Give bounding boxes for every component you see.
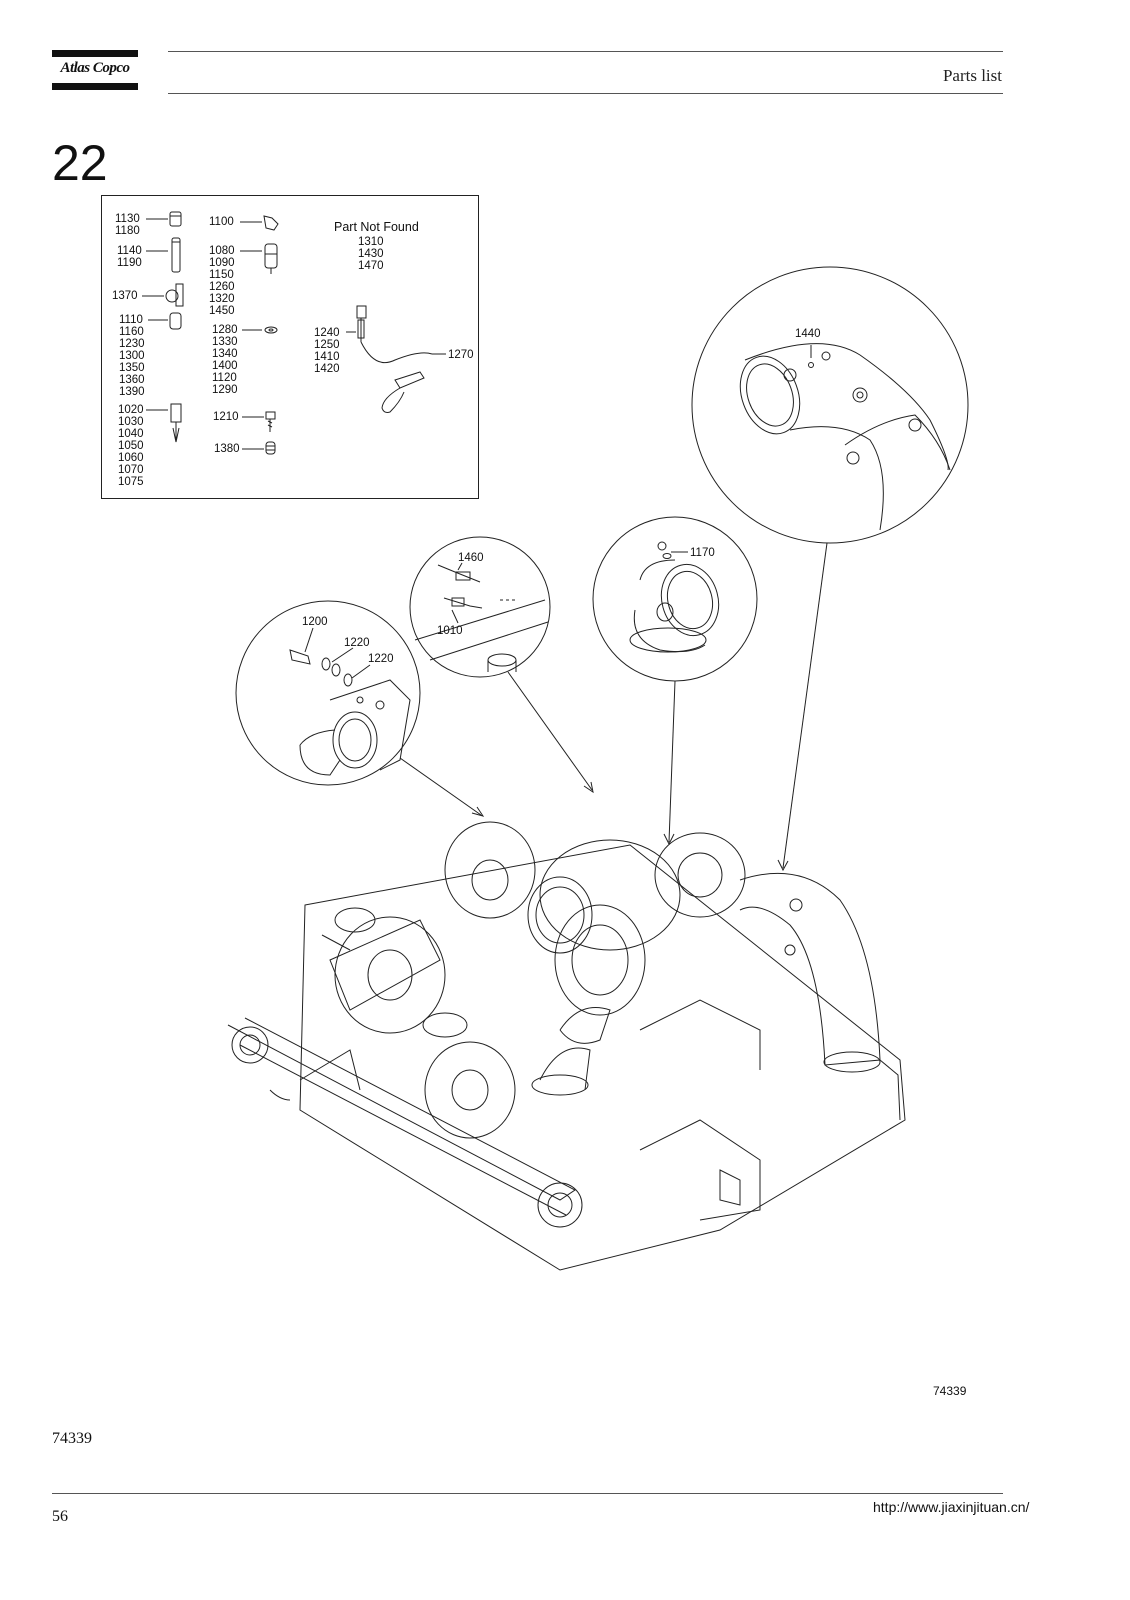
atlas-copco-logo: Atlas Copco [52, 50, 138, 92]
legend-label-1130: 1130 1180 [115, 213, 140, 237]
legend-label-1210: 1210 [213, 411, 239, 423]
main-assembly-linework [227, 821, 906, 1271]
footer-url[interactable]: http://www.jiaxinjituan.cn/ [873, 1499, 1030, 1515]
footer-rule [52, 1493, 1003, 1494]
detail-circle-1440 [691, 266, 969, 544]
callout-1220-b: 1220 [368, 653, 394, 665]
legend-label-1140: 1140 1190 [117, 245, 142, 269]
section-number: 22 [52, 135, 108, 191]
logo-wordmark: Atlas Copco [60, 60, 130, 76]
header-rule-top [168, 51, 1003, 52]
part-not-found-list: 1310 1430 1470 [358, 236, 384, 272]
legend-label-1370: 1370 [112, 290, 138, 302]
detail-circle-1200 [235, 600, 421, 786]
page-number: 56 [52, 1508, 68, 1525]
document-reference: 74339 [52, 1430, 92, 1447]
legend-part-icons [142, 211, 446, 455]
header-title: Parts list [942, 66, 1002, 85]
callout-1200: 1200 [302, 616, 328, 628]
callout-1010: 1010 [437, 625, 463, 637]
legend-label-1280: 1280 1330 1340 1400 1120 1290 [212, 324, 238, 396]
legend-label-1270: 1270 [448, 349, 474, 361]
detail-circle-1170 [592, 516, 758, 682]
legend-label-1080: 1080 1090 1150 1260 1320 1450 [209, 245, 235, 317]
parts-legend-box [101, 195, 479, 499]
drawing-number: 74339 [933, 1384, 967, 1398]
callout-1460: 1460 [458, 552, 484, 564]
legend-label-1100: 1100 [209, 216, 234, 228]
detail-circle-1460 [409, 536, 551, 678]
header-rule-bottom [168, 93, 1003, 94]
legend-label-1380: 1380 [214, 443, 240, 455]
legend-label-1020: 1020 1030 1040 1050 1060 1070 1075 [118, 404, 144, 488]
callout-1170: 1170 [690, 547, 715, 559]
part-not-found-title: Part Not Found [334, 220, 419, 234]
callout-1220-a: 1220 [344, 637, 370, 649]
legend-label-1240: 1240 1250 1410 1420 [314, 327, 340, 375]
callout-1440: 1440 [795, 328, 821, 340]
legend-label-1110: 1110 1160 1230 1300 1350 1360 1390 [119, 314, 145, 398]
